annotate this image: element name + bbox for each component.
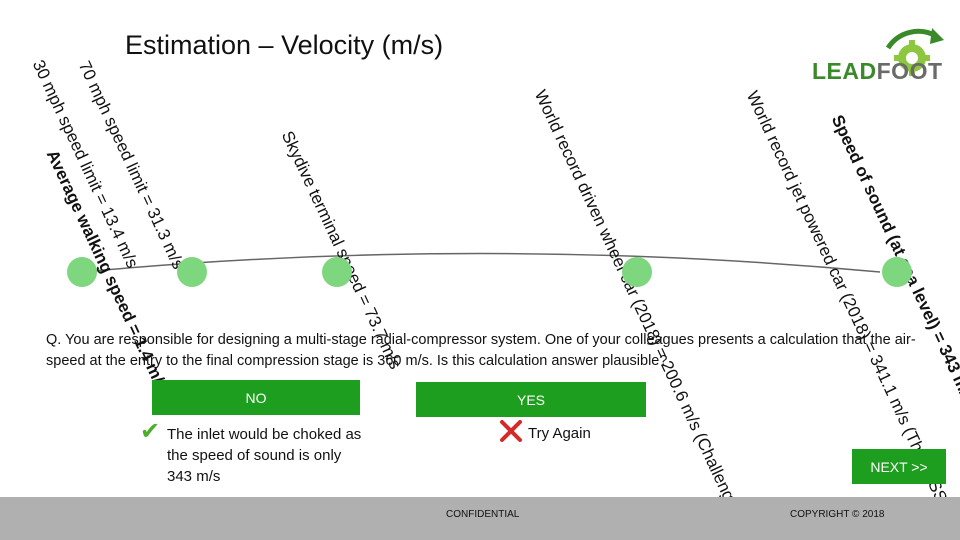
scale-marker-dot — [67, 257, 97, 287]
confidential-text: CONFIDENTIAL — [446, 509, 520, 520]
next-button[interactable]: NEXT >> — [852, 449, 946, 484]
yes-feedback-text: Try Again — [528, 425, 591, 442]
logo-foot-text: FOOT — [876, 58, 943, 84]
copyright-text: COPYRIGHT © 2018 — [790, 509, 885, 520]
footer-bar — [0, 497, 960, 540]
checkmark-icon: ✔ — [140, 418, 161, 445]
logo-lead-text: LEAD — [812, 58, 877, 84]
yes-button[interactable]: YES — [416, 382, 646, 417]
no-feedback-text: The inlet would be choked as the speed o… — [167, 426, 362, 485]
scale-marker-dot — [622, 257, 652, 287]
no-button[interactable]: NO — [152, 380, 360, 415]
question-text: Q. You are responsible for designing a m… — [46, 332, 916, 369]
scale-marker-dot — [882, 257, 912, 287]
scale-marker-dot — [177, 257, 207, 287]
scale-marker-dot — [322, 257, 352, 287]
page-title: Estimation – Velocity (m/s) — [125, 30, 444, 60]
cross-icon — [500, 420, 522, 442]
gear-arrow-icon — [885, 28, 944, 76]
